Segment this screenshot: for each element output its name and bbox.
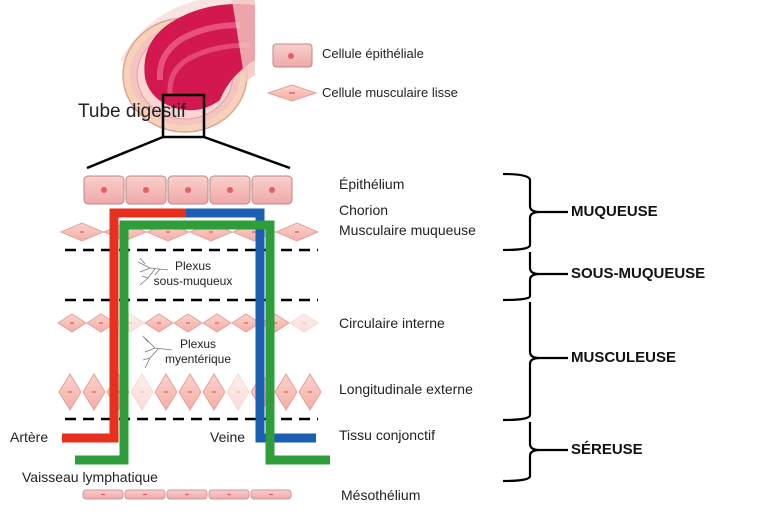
zoom-line-right	[203, 135, 291, 170]
section-sous-muqueuse-label: SOUS-MUQUEUSE	[571, 265, 706, 282]
brace-musculeuse	[502, 302, 541, 422]
zoom-line-left	[86, 135, 164, 170]
plexus-sous-muqueux-label: Plexus sous-muqueux	[143, 259, 243, 289]
circular-muscle-cells	[57, 313, 319, 333]
epithelial-cell	[167, 175, 209, 205]
smooth-muscle-cell	[58, 373, 82, 411]
mesothelium-cells	[82, 489, 292, 500]
layer-mesothelium-label: Mésothélium	[341, 487, 421, 503]
smooth-muscle-cell	[274, 222, 320, 242]
smooth-muscle-cell	[260, 313, 290, 333]
legend-smooth-muscle-label: Cellule musculaire lisse	[322, 85, 458, 100]
mesothelial-cell	[124, 489, 166, 500]
smooth-muscle-cell	[59, 222, 105, 242]
epithelial-cell	[251, 175, 293, 205]
zoom-box	[161, 93, 206, 139]
mesothelial-cell	[82, 489, 124, 500]
epithelium-cells	[83, 175, 293, 205]
smooth-muscle-cell	[226, 373, 250, 411]
artery-label: Artère	[10, 429, 49, 445]
smooth-muscle-cell	[202, 313, 232, 333]
section-musculeuse-label: MUSCULEUSE	[571, 349, 677, 366]
section-muqueuse-label: MUQUEUSE	[571, 203, 658, 220]
smooth-muscle-cell	[154, 373, 178, 411]
smooth-muscle-cell	[173, 313, 203, 333]
digestive-tube-illustration	[120, 0, 255, 133]
smooth-muscle-cell	[82, 373, 106, 411]
smooth-muscle-cell	[57, 313, 87, 333]
vein-vessel	[186, 208, 316, 443]
epithelial-cell-legend-icon	[272, 43, 313, 68]
braces	[502, 172, 568, 483]
brace-muqueuse	[502, 172, 541, 252]
smooth-muscle-cell	[289, 313, 319, 333]
plexus-myenterique-line1: Plexus	[179, 337, 217, 351]
legend-epithelial-label: Cellule épithéliale	[322, 46, 424, 61]
lymphatic-label: Vaisseau lymphatique	[22, 469, 158, 485]
brace-sereuse	[502, 422, 541, 483]
epithelial-cell	[125, 175, 167, 205]
myenteric-plexus-icon	[142, 335, 173, 369]
longitudinal-muscle-cells	[58, 373, 322, 411]
smooth-muscle-cell	[274, 373, 298, 411]
layer-epithelium-label: Épithélium	[339, 176, 405, 192]
smooth-muscle-cell	[202, 373, 226, 411]
smooth-muscle-cell	[298, 373, 322, 411]
layer-circulaire-interne-label: Circulaire interne	[339, 315, 445, 331]
mesothelial-cell	[208, 489, 250, 500]
tube-digestif-text: Tube digestif	[78, 101, 187, 122]
lymphatic-vessel	[75, 220, 330, 465]
layer-chorion-label: Chorion	[339, 202, 389, 218]
vein-label: Veine	[210, 429, 246, 445]
smooth-muscle-cell-legend-icon	[266, 84, 318, 102]
layer-longitudinale-externe-label: Longitudinale externe	[339, 381, 473, 397]
tube-digestif-label: Tube digestif	[78, 101, 186, 122]
plexus-myenterique-line2: myentérique	[164, 352, 232, 366]
layer-musculaire-muqueuse-label: Musculaire muqueuse	[339, 222, 476, 238]
artery-vessel	[62, 208, 186, 443]
smooth-muscle-cell	[178, 373, 202, 411]
smooth-muscle-cell	[144, 313, 174, 333]
plexus-myenterique-label: Plexus myentérique	[148, 337, 248, 367]
smooth-muscle-cell	[130, 373, 154, 411]
mesothelial-cell	[166, 489, 208, 500]
plexus-sous-muqueux-line1: Plexus	[174, 259, 212, 273]
plexus-sous-muqueux-line2: sous-muqueux	[153, 274, 233, 288]
submucosal-plexus-icon	[137, 257, 169, 286]
epithelial-cell	[209, 175, 251, 205]
epithelial-cell	[83, 175, 125, 205]
mesothelial-cell	[250, 489, 292, 500]
layer-tissu-conjonctif-label: Tissu conjonctif	[339, 427, 435, 443]
section-sereuse-label: SÉREUSE	[571, 441, 643, 458]
brace-sous-muqueuse	[502, 252, 541, 302]
